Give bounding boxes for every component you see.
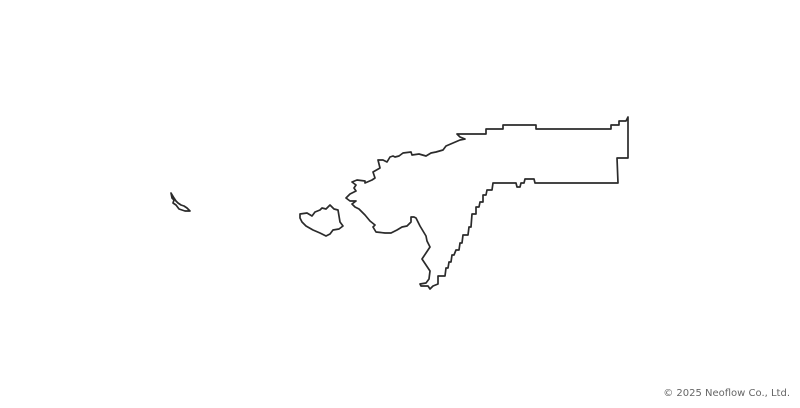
islet-outline [170,192,191,212]
main-territory-outline [345,116,629,290]
map-attribution: © 2025 Neoflow Co., Ltd. [663,388,790,399]
peninsula-outline [299,204,344,237]
